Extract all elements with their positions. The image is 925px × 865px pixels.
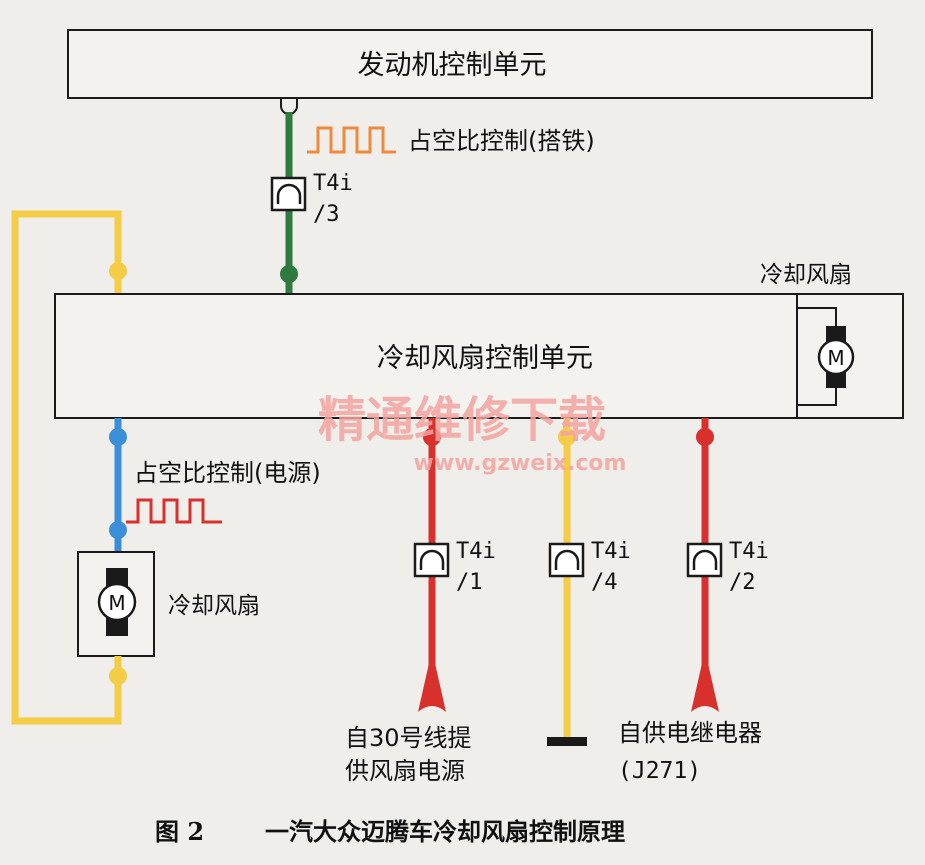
ecu-label: 发动机控制单元 (358, 50, 547, 81)
connector-name: T4i (591, 539, 631, 564)
motor-label: M (108, 591, 125, 615)
terminal30-label-line2: 供风扇电源 (345, 757, 465, 785)
fan-loop-wire (11, 210, 122, 725)
connector-name: T4i (313, 171, 353, 196)
pwm-wave-ground-icon (307, 126, 396, 154)
connector-t4i-4: T4i /4 (548, 539, 631, 595)
connector-icon (554, 549, 580, 570)
watermark-url: www.gzweix.com (414, 451, 627, 476)
watermark-title: 精通维修下载 (318, 392, 606, 448)
connector-icon (276, 183, 302, 204)
motor-icon (97, 582, 137, 622)
terminal30-node (423, 428, 441, 446)
terminal30-arrow-icon (418, 650, 446, 712)
relay-label-line2: (J271) (618, 758, 701, 784)
motor-icon (817, 338, 855, 376)
power-control-node-top (109, 428, 127, 446)
ground-symbol-icon (547, 737, 587, 746)
connector-t4i-1: T4i /1 (413, 539, 496, 595)
relay-label-line1: 自供电继电器 (618, 719, 762, 747)
connector-pin: /3 (313, 202, 340, 227)
duty-ground-label: 占空比控制(搭铁) (408, 127, 595, 155)
caption-title: 一汽大众迈腾车冷却风扇控制原理 (265, 817, 625, 846)
fan-loop-node-bottom (109, 667, 127, 685)
pwm-wave-power-icon (126, 498, 222, 524)
motor-label: M (827, 346, 844, 370)
relay-arrow-icon (691, 650, 719, 712)
fan-loop-node-top (109, 262, 127, 280)
fan-right-label: 冷却风扇 (760, 262, 852, 288)
fan-left-label: 冷却风扇 (168, 593, 260, 619)
ecu-box: 发动机控制单元 (67, 29, 873, 99)
connector-icon (419, 549, 445, 570)
connector-icon (692, 549, 718, 570)
duty-power-label: 占空比控制(电源) (134, 459, 321, 487)
connector-name: T4i (729, 539, 769, 564)
connector-pin: /1 (456, 570, 483, 595)
fan-control-unit-box: 冷却风扇控制单元 (54, 293, 904, 419)
connector-name: T4i (456, 539, 496, 564)
ground-control-node (280, 265, 298, 283)
fan-right: 冷却风扇 M (760, 262, 855, 418)
terminal30-label-line1: 自30号线提 (345, 724, 472, 752)
fan-left: M 冷却风扇 (77, 551, 260, 657)
connector-pin: /2 (729, 570, 756, 595)
fan-control-unit-label: 冷却风扇控制单元 (377, 343, 593, 374)
ecu-pin-icon (280, 98, 298, 115)
ground-node (558, 428, 576, 446)
connector-pin: /4 (591, 570, 618, 595)
connector-t4i-2: T4i /2 (686, 539, 769, 595)
connector-t4i-3: T4i /3 (270, 171, 353, 227)
power-control-node-bottom (109, 521, 127, 539)
relay-node (696, 428, 714, 446)
caption-fig: 图 2 (155, 817, 204, 846)
